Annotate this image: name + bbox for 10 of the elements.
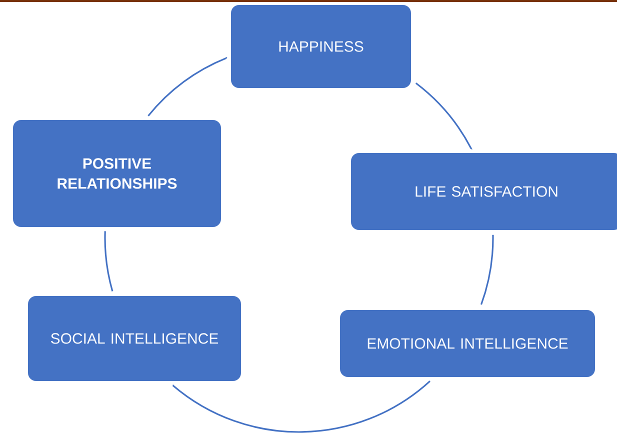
connector-arc [172, 380, 430, 433]
connector-arc [148, 57, 228, 116]
concept-box: EMOTIONAL INTELLIGENCE [340, 310, 595, 377]
concept-box: SOCIAL INTELLIGENCE [28, 296, 241, 381]
connector-arc [415, 82, 472, 150]
connector-arc [480, 234, 494, 306]
concept-box: HAPPINESS [231, 5, 411, 88]
connector-arc [104, 230, 114, 292]
concept-box: POSITIVE RELATIONSHIPS [13, 120, 221, 227]
concept-box: LIFE SATISFACTION [351, 153, 617, 230]
